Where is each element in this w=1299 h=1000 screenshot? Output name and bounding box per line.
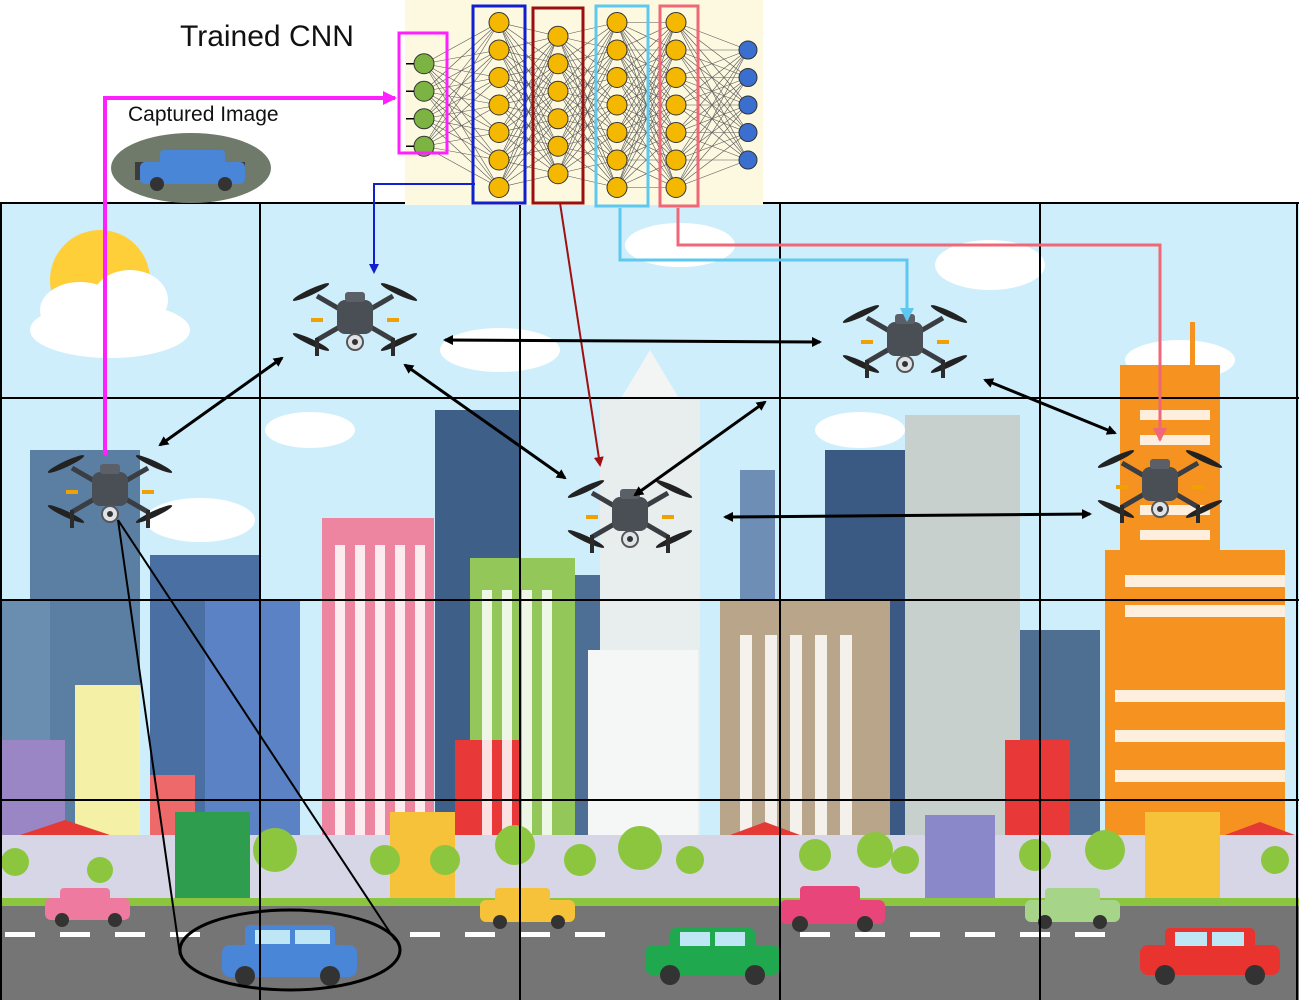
cnn-neuron [547, 80, 569, 102]
cnn-neuron [488, 39, 510, 61]
arrow-darkred-layer-to-drone [559, 202, 604, 467]
layer-box-darkred [531, 6, 585, 205]
car-lightgreen [1025, 888, 1120, 929]
cnn-connection [423, 145, 500, 161]
cnn-connection [675, 49, 749, 133]
cnn-neuron [606, 39, 628, 61]
cnn-neuron [488, 122, 510, 143]
arrow-blue-layer-to-drone [369, 183, 475, 274]
cnn-neuron [547, 163, 569, 185]
car-green [645, 928, 780, 985]
layer-box-blue [471, 4, 527, 205]
cnn-neuron [738, 95, 758, 115]
cnn-connection [675, 49, 749, 106]
cnn-connection [423, 132, 500, 147]
cnn-connection [675, 77, 749, 188]
cnn-neuron [606, 67, 628, 88]
cnn-neuron [665, 122, 687, 143]
cnn-connection [423, 77, 500, 147]
cnn-connection [557, 49, 618, 174]
cnn-connection [557, 22, 618, 147]
input-layer-box [397, 31, 449, 155]
car-blue-target [222, 925, 357, 986]
cnn-connection [498, 91, 559, 188]
cnn-connection [675, 132, 749, 188]
cnn-neuron [547, 135, 569, 157]
cnn-connection [675, 49, 749, 161]
cnn-connection [423, 49, 500, 147]
cnn-neuron [665, 177, 687, 198]
car-magenta [780, 886, 885, 932]
cnn-connection [675, 49, 749, 78]
cnn-neuron [738, 68, 758, 87]
cnn-neuron [488, 94, 510, 116]
cnn-connection [557, 22, 618, 64]
cnn-connection [675, 159, 749, 188]
cnn-connection [423, 22, 500, 119]
cnn-connection [498, 36, 559, 106]
camera-view-cone [117, 519, 402, 992]
cnn-connection [498, 118, 559, 188]
captured-image [111, 133, 271, 203]
cnn-connection [498, 36, 559, 133]
cnn-connection [498, 36, 559, 78]
cnn-connection [498, 146, 559, 188]
cnn-neuron [606, 149, 628, 171]
cnn-neuron [547, 53, 569, 75]
car-yellow [480, 888, 575, 929]
arrow-pink-layer-to-drone [676, 208, 1167, 442]
cnn-neuron [665, 39, 687, 61]
cnn-connection [557, 77, 618, 174]
cnn-neuron [665, 94, 687, 116]
arrow-lightblue-layer-to-drone [618, 208, 914, 322]
cnn-connection [675, 49, 749, 188]
cnn-neuron [606, 94, 628, 116]
car-pink [45, 888, 130, 927]
cnn-neuron [413, 80, 435, 102]
cnn-neuron [488, 149, 510, 171]
cnn-neuron [413, 108, 435, 130]
cnn-neuron [547, 25, 569, 47]
cnn-neuron [488, 12, 510, 33]
cnn-connection [423, 104, 500, 147]
cnn-connection [498, 63, 559, 188]
input-arrow-magenta [103, 91, 397, 455]
cnn-diagram [397, 0, 763, 208]
cnn-neuron [413, 53, 435, 75]
cnn-neuron [606, 12, 628, 33]
drone-links [158, 335, 1117, 522]
cnn-neurons [406, 12, 758, 198]
cnn-connection [557, 104, 618, 174]
cnn-neuron [488, 67, 510, 88]
cnn-connection [557, 22, 618, 119]
car-red [1140, 928, 1280, 985]
cnn-connection [423, 22, 500, 147]
cnn-neuron [665, 149, 687, 171]
cnn-connection [557, 132, 618, 174]
layer-box-pink [658, 4, 700, 208]
cnn-neuron [738, 150, 758, 170]
layer-box-lightblue [594, 4, 650, 208]
cnn-neuron [665, 12, 687, 33]
cnn-connection [675, 22, 749, 51]
cnn-neuron [738, 40, 758, 60]
cnn-title: Trained CNN [180, 20, 354, 53]
cnn-neuron [547, 108, 569, 130]
cnn-neuron [606, 122, 628, 143]
cnn-connection [498, 36, 559, 161]
cnn-connection [423, 22, 500, 65]
cnn-connection [423, 22, 500, 92]
cnn-neuron [488, 177, 510, 198]
cnn-connection [557, 22, 618, 92]
cnn-neuron [738, 123, 758, 142]
city-background [0, 203, 1299, 1000]
cnn-neuron [665, 67, 687, 88]
cnn-neuron [606, 177, 628, 198]
captured-image-label: Captured Image [128, 103, 279, 126]
cnn-connection [675, 104, 749, 188]
